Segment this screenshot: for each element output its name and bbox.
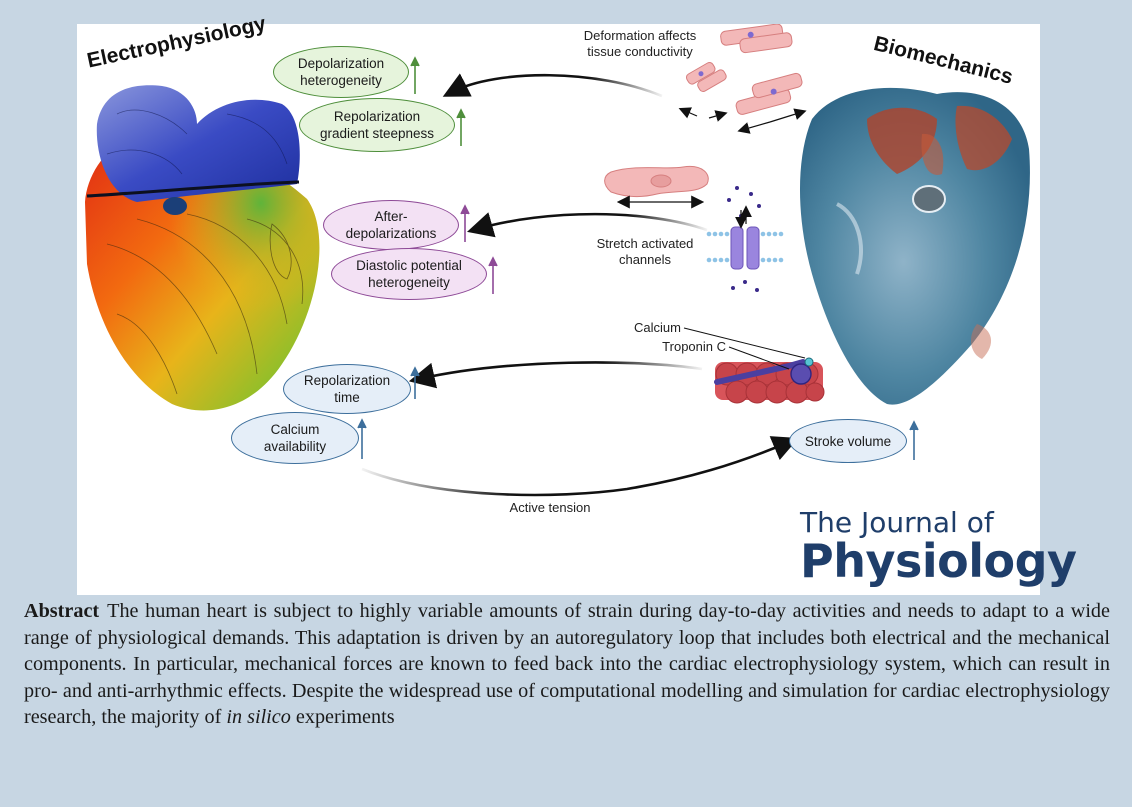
graphical-abstract-figure: Electrophysiology Biomechanics Deformati… — [77, 24, 1040, 595]
ellipse-text: heterogeneity — [356, 274, 462, 291]
abstract-body: The human heart is subject to highly var… — [24, 600, 1110, 728]
active-tension-label: Active tension — [495, 500, 605, 516]
ellipse-text: Depolarization — [298, 55, 384, 72]
troponin-label: Troponin C — [642, 339, 726, 355]
heart-electrophysiology-icon — [85, 85, 319, 410]
ellipse-text: Calcium — [264, 421, 326, 438]
stretch-label: Stretch activated channels — [585, 236, 705, 268]
stretch-label-line2: channels — [585, 252, 705, 268]
abstract-italic: in silico — [226, 706, 291, 728]
ellipse-text: Stroke volume — [805, 433, 891, 450]
ellipse-text: After- — [346, 208, 437, 225]
heart-biomechanics-icon — [800, 88, 1030, 405]
ellipse-text: gradient steepness — [320, 125, 434, 142]
abstract-heading: Abstract — [24, 600, 99, 622]
abstract-body-end: experiments — [296, 706, 395, 728]
calcium-label: Calcium — [617, 320, 681, 336]
ellipse-text: Repolarization — [320, 108, 434, 125]
ellipse-text: depolarizations — [346, 225, 437, 242]
ellipse-text: time — [304, 389, 390, 406]
stretch-label-line1: Stretch activated — [585, 236, 705, 252]
ellipse-text: Diastolic potential — [356, 257, 462, 274]
deformation-label: Deformation affects tissue conductivity — [565, 28, 715, 60]
ellipse-text: heterogeneity — [298, 72, 384, 89]
deformation-label-line1: Deformation affects — [565, 28, 715, 44]
cardiomyocyte-icon — [605, 166, 709, 202]
ellipse-text: availability — [264, 438, 326, 455]
journal-logo: The Journal of Physiology — [800, 508, 1076, 584]
ion-channel-icon — [707, 186, 784, 292]
ellipse-text: Repolarization — [304, 372, 390, 389]
deformation-label-line2: tissue conductivity — [565, 44, 715, 60]
stroke-volume-ellipse: Stroke volume — [789, 419, 907, 463]
journal-logo-line2: Physiology — [800, 538, 1076, 584]
after-depolarizations-ellipse: After-depolarizations — [323, 200, 459, 250]
